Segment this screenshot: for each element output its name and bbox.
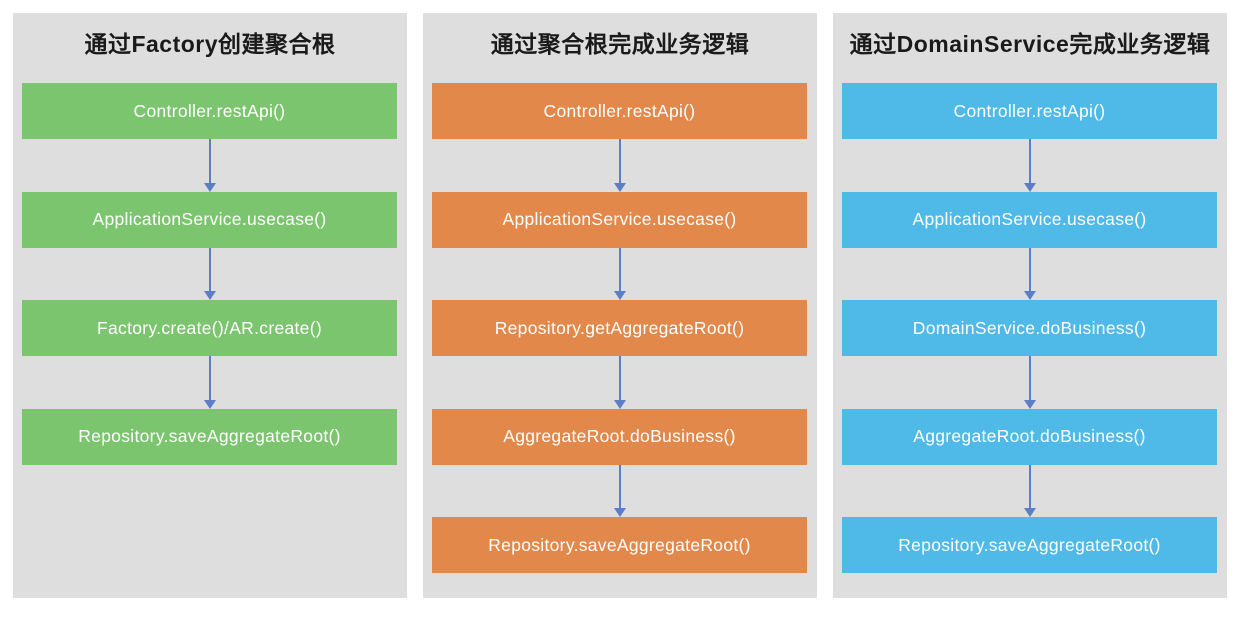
flow-step-label: Repository.getAggregateRoot() [494, 317, 745, 338]
flow-step-box: Repository.getAggregateRoot() [432, 300, 807, 356]
flow-step-label: AggregateRoot.doBusiness() [503, 426, 736, 446]
arrow-stem [1029, 464, 1031, 508]
flow-step-label: Factory.create()/AR.create() [97, 317, 322, 338]
flow-step-label: AggregateRoot.doBusiness() [913, 426, 1146, 446]
arrow-stem [619, 139, 621, 183]
arrow-head [204, 182, 216, 192]
arrow-stem [1029, 356, 1031, 400]
flow-step-label: Controller.restApi() [543, 100, 696, 121]
flow-step-label: Controller.restApi() [133, 100, 286, 121]
arrow-head [1024, 508, 1036, 517]
arrow-head [1024, 399, 1036, 409]
down-arrow-icon [203, 247, 217, 300]
down-arrow-icon [613, 247, 627, 300]
down-arrow-icon [203, 139, 217, 192]
down-arrow-icon [613, 356, 627, 409]
down-arrow-icon [1023, 139, 1037, 192]
arrow-stem [1029, 139, 1031, 183]
flow-step-box: ApplicationService.usecase() [842, 191, 1217, 248]
panel-title: 通过DomainService完成业务逻辑 [849, 31, 1211, 57]
flow-step-box: ApplicationService.usecase() [22, 191, 397, 248]
flow-step-box: Controller.restApi() [842, 83, 1217, 139]
flow-step-box: DomainService.doBusiness() [842, 300, 1217, 356]
arrow-head [204, 291, 216, 300]
flow-step-box: ApplicationService.usecase() [432, 191, 807, 248]
flow-step-label: Repository.saveAggregateRoot() [78, 426, 341, 446]
flow-step-box: Repository.saveAggregateRoot() [432, 517, 807, 573]
flow-step-box: AggregateRoot.doBusiness() [432, 408, 807, 465]
arrow-stem [209, 139, 211, 183]
down-arrow-icon [613, 139, 627, 192]
panel-title: 通过Factory创建聚合根 [84, 31, 336, 57]
arrow-head [204, 399, 216, 409]
down-arrow-icon [1023, 247, 1037, 300]
arrow-stem [209, 247, 211, 291]
arrow-head [614, 399, 626, 409]
down-arrow-icon [613, 464, 627, 517]
panel-title: 通过聚合根完成业务逻辑 [490, 31, 750, 57]
flow-panel: 通过聚合根完成业务逻辑 Controller.restApi() Applica… [423, 13, 817, 598]
down-arrow-icon [203, 356, 217, 409]
arrow-head [1024, 291, 1036, 300]
flow-step-label: ApplicationService.usecase() [502, 209, 737, 229]
flow-step-label: ApplicationService.usecase() [92, 209, 327, 229]
flow-step-box: Repository.saveAggregateRoot() [22, 408, 397, 465]
arrow-head [614, 291, 626, 300]
flow-step-box: Repository.saveAggregateRoot() [842, 517, 1217, 573]
flow-step-label: DomainService.doBusiness() [912, 317, 1147, 338]
arrow-stem [1029, 247, 1031, 291]
arrow-stem [619, 247, 621, 291]
flow-step-box: Controller.restApi() [22, 83, 397, 139]
arrow-head [1024, 182, 1036, 192]
flow-step-label: Repository.saveAggregateRoot() [898, 534, 1161, 555]
flow-panel: 通过DomainService完成业务逻辑 Controller.restApi… [833, 13, 1227, 598]
arrow-stem [619, 464, 621, 508]
arrow-head [614, 182, 626, 192]
flow-step-box: AggregateRoot.doBusiness() [842, 408, 1217, 465]
flow-step-box: Factory.create()/AR.create() [22, 300, 397, 356]
arrow-stem [619, 356, 621, 400]
flow-panel: 通过Factory创建聚合根 Controller.restApi() Appl… [13, 13, 407, 598]
down-arrow-icon [1023, 464, 1037, 517]
flow-step-label: ApplicationService.usecase() [912, 209, 1147, 229]
arrow-stem [209, 356, 211, 400]
flow-step-box: Controller.restApi() [432, 83, 807, 139]
arrow-head [614, 508, 626, 517]
flow-step-label: Repository.saveAggregateRoot() [488, 534, 751, 555]
down-arrow-icon [1023, 356, 1037, 409]
flow-step-label: Controller.restApi() [953, 100, 1106, 121]
